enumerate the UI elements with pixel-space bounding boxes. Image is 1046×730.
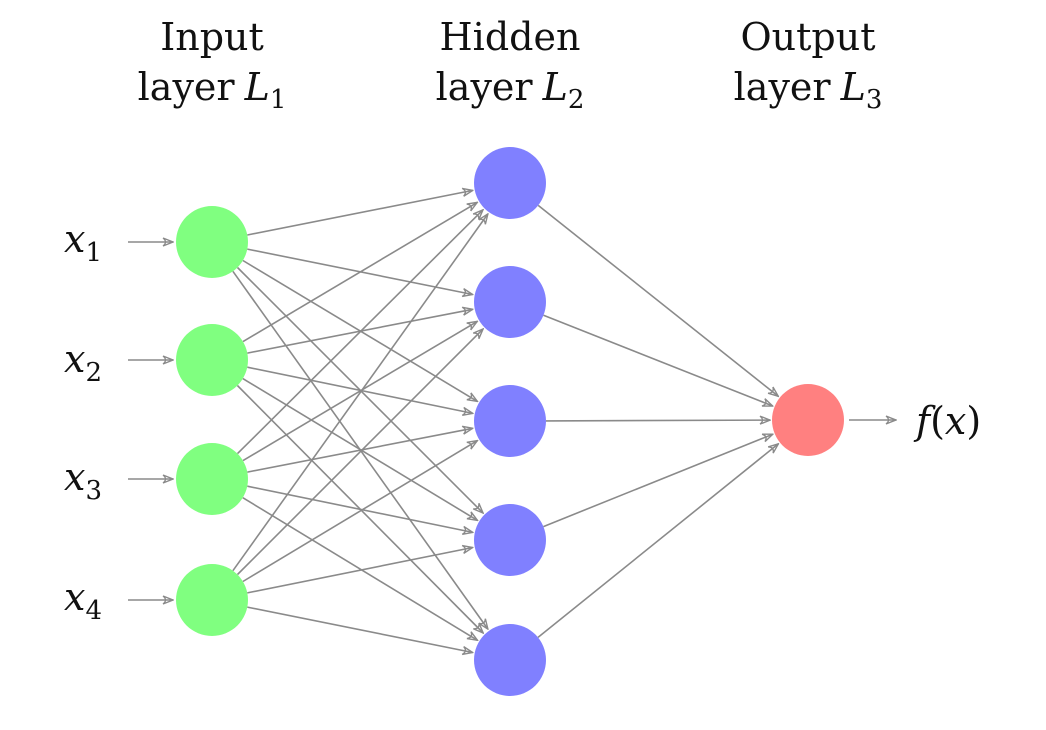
connection-l1-2-to-l2-1 bbox=[242, 202, 477, 343]
connection-l1-1-to-l2-1 bbox=[247, 190, 472, 236]
connection-l2-3-to-l3-1 bbox=[545, 420, 770, 421]
connection-l2-2-to-l3-1 bbox=[543, 314, 773, 407]
connection-l1-3-to-l2-1 bbox=[236, 210, 484, 455]
input-label-x1: x1 bbox=[64, 217, 102, 268]
connection-l2-4-to-l3-1 bbox=[543, 433, 772, 528]
connection-l1-3-to-l2-2 bbox=[242, 321, 477, 462]
input-node-4 bbox=[176, 564, 248, 636]
connection-l1-4-to-l2-2 bbox=[236, 329, 484, 576]
input-node-2 bbox=[176, 324, 248, 396]
network-nodes bbox=[176, 147, 844, 696]
hidden-node-3 bbox=[474, 385, 546, 457]
hidden-node-1 bbox=[474, 147, 546, 219]
connection-l1-3-to-l2-5 bbox=[242, 497, 478, 641]
hidden-node-2 bbox=[474, 266, 546, 338]
connection-l2-5-to-l3-1 bbox=[537, 444, 778, 639]
input-layer-title: Input bbox=[160, 15, 264, 59]
connection-l1-3-to-l2-4 bbox=[247, 485, 472, 532]
connection-l2-1-to-l3-1 bbox=[537, 204, 778, 396]
input-node-1 bbox=[176, 206, 248, 278]
hidden-node-4 bbox=[474, 504, 546, 576]
connection-l1-4-to-l2-4 bbox=[247, 548, 472, 594]
connection-l1-4-to-l2-5 bbox=[247, 606, 472, 652]
hidden-layer-title: Hidden bbox=[440, 15, 581, 59]
hidden-node-5 bbox=[474, 624, 546, 696]
connection-l1-4-to-l2-1 bbox=[232, 214, 488, 572]
connection-lines bbox=[232, 190, 779, 652]
output-node-1 bbox=[772, 384, 844, 456]
connection-l1-4-to-l2-3 bbox=[242, 441, 478, 583]
output-label: f(x) bbox=[913, 399, 981, 443]
connection-l1-3-to-l2-3 bbox=[247, 428, 472, 473]
output-layer-title: Output bbox=[741, 15, 876, 59]
input-label-x4: x4 bbox=[64, 575, 102, 626]
input-label-x2: x2 bbox=[64, 337, 102, 388]
input-label-x3: x3 bbox=[64, 455, 102, 506]
input-node-3 bbox=[176, 443, 248, 515]
